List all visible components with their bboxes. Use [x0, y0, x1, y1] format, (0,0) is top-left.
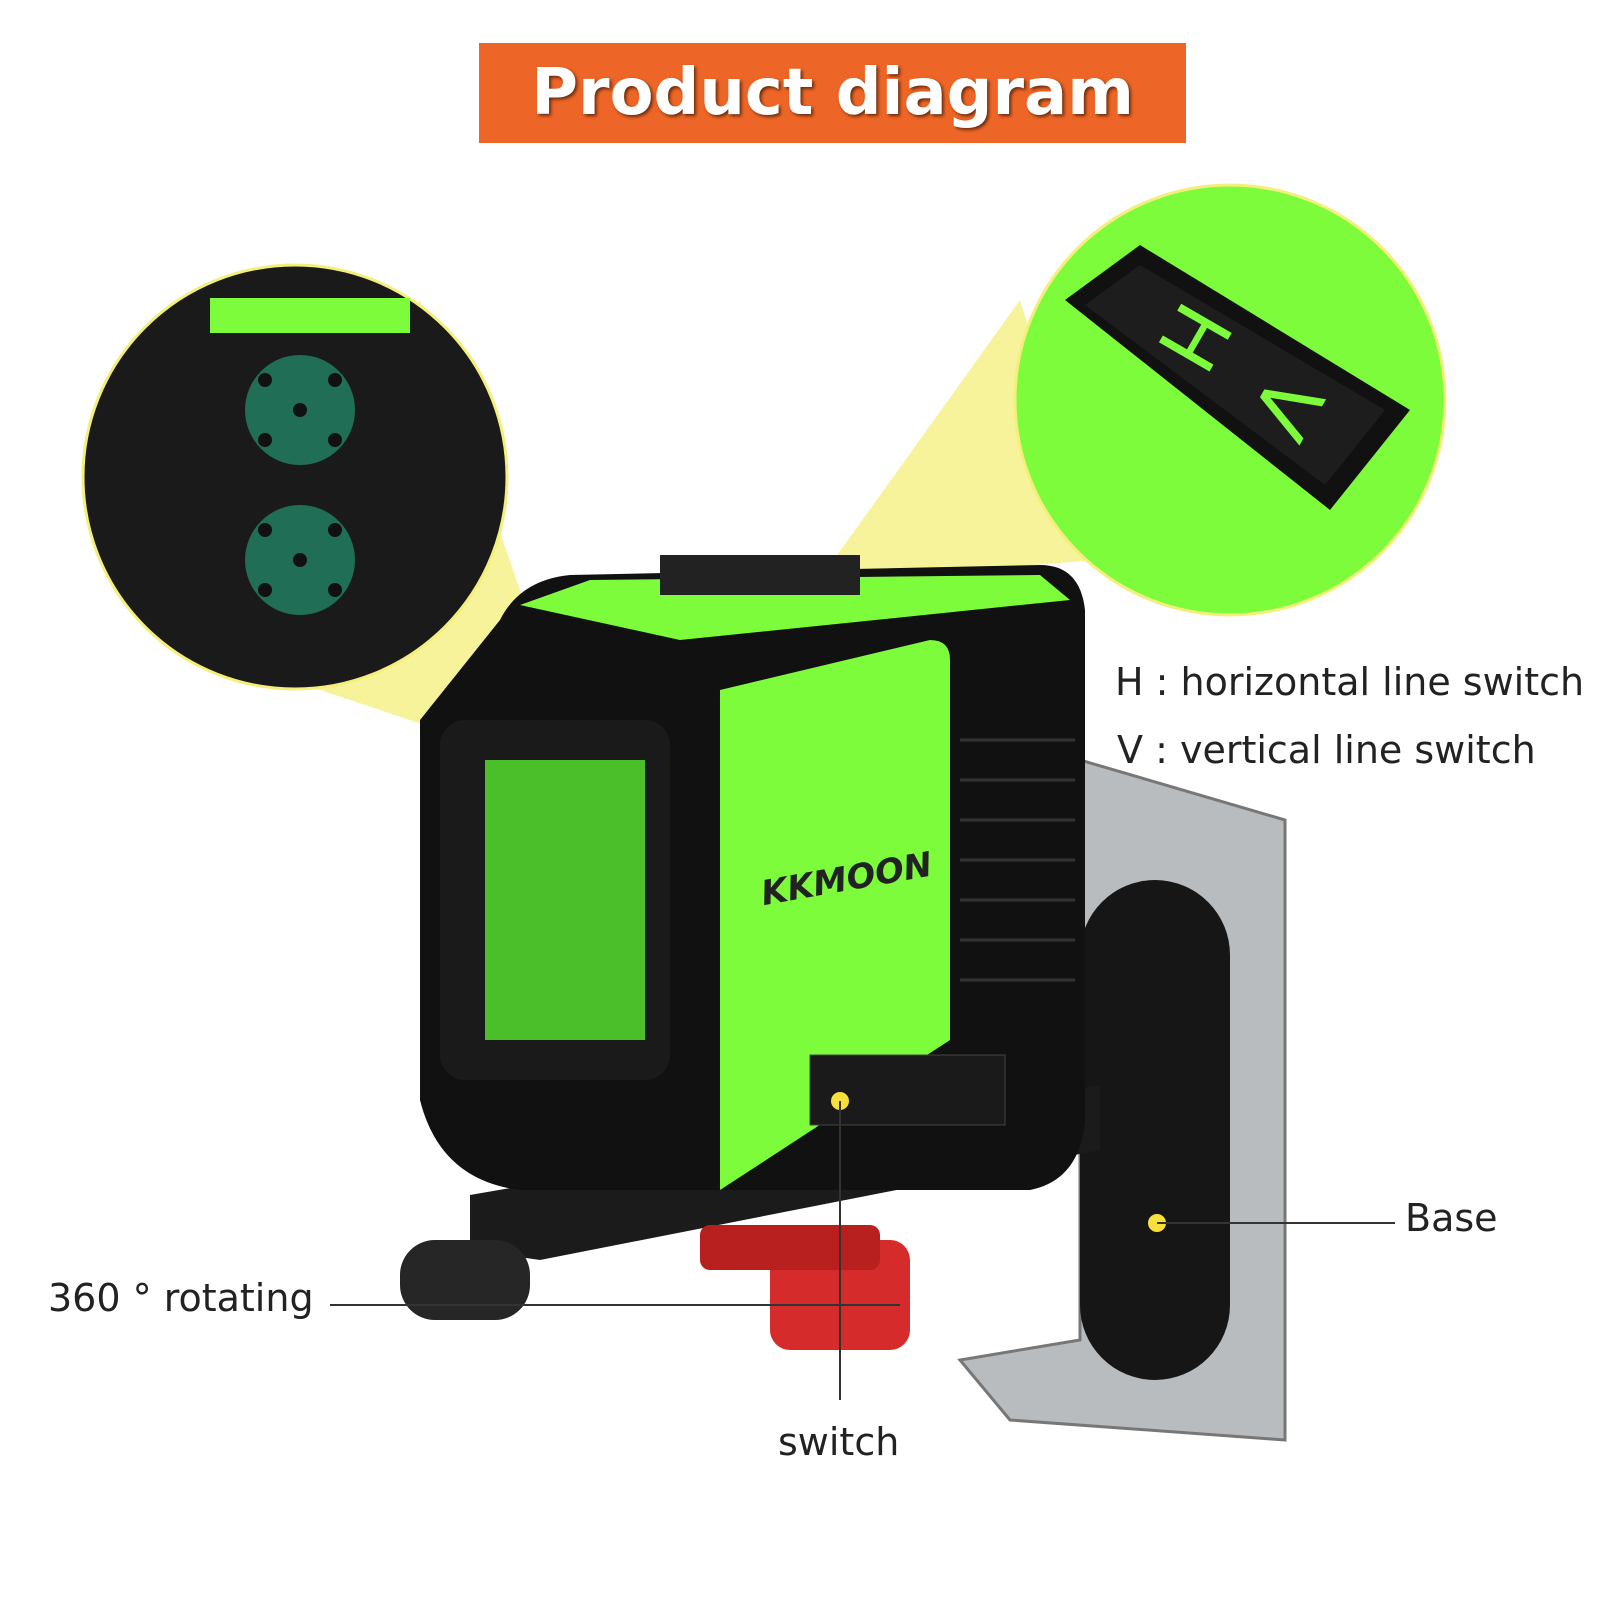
base-pad — [1080, 880, 1230, 1380]
laser-green-panel — [720, 640, 950, 1190]
callout-h-switch: H : horizontal line switch — [1115, 660, 1585, 704]
lock-knob — [400, 1240, 530, 1320]
hv-keypad — [660, 555, 860, 595]
zoom-circle-left — [81, 263, 509, 691]
callout-rotating: 360 ° rotating — [48, 1276, 314, 1320]
zoom-circle-right: H V — [1013, 183, 1447, 617]
title-banner: Product diagram — [479, 43, 1186, 143]
laser-top — [520, 575, 1070, 640]
callout-base: Base — [1405, 1196, 1498, 1240]
callout-switch: switch — [778, 1420, 900, 1464]
callout-v-switch: V : vertical line switch — [1117, 728, 1536, 772]
grip-ridges — [960, 738, 1075, 982]
page-title: Product diagram — [531, 56, 1134, 130]
power-switch — [809, 1054, 1006, 1126]
